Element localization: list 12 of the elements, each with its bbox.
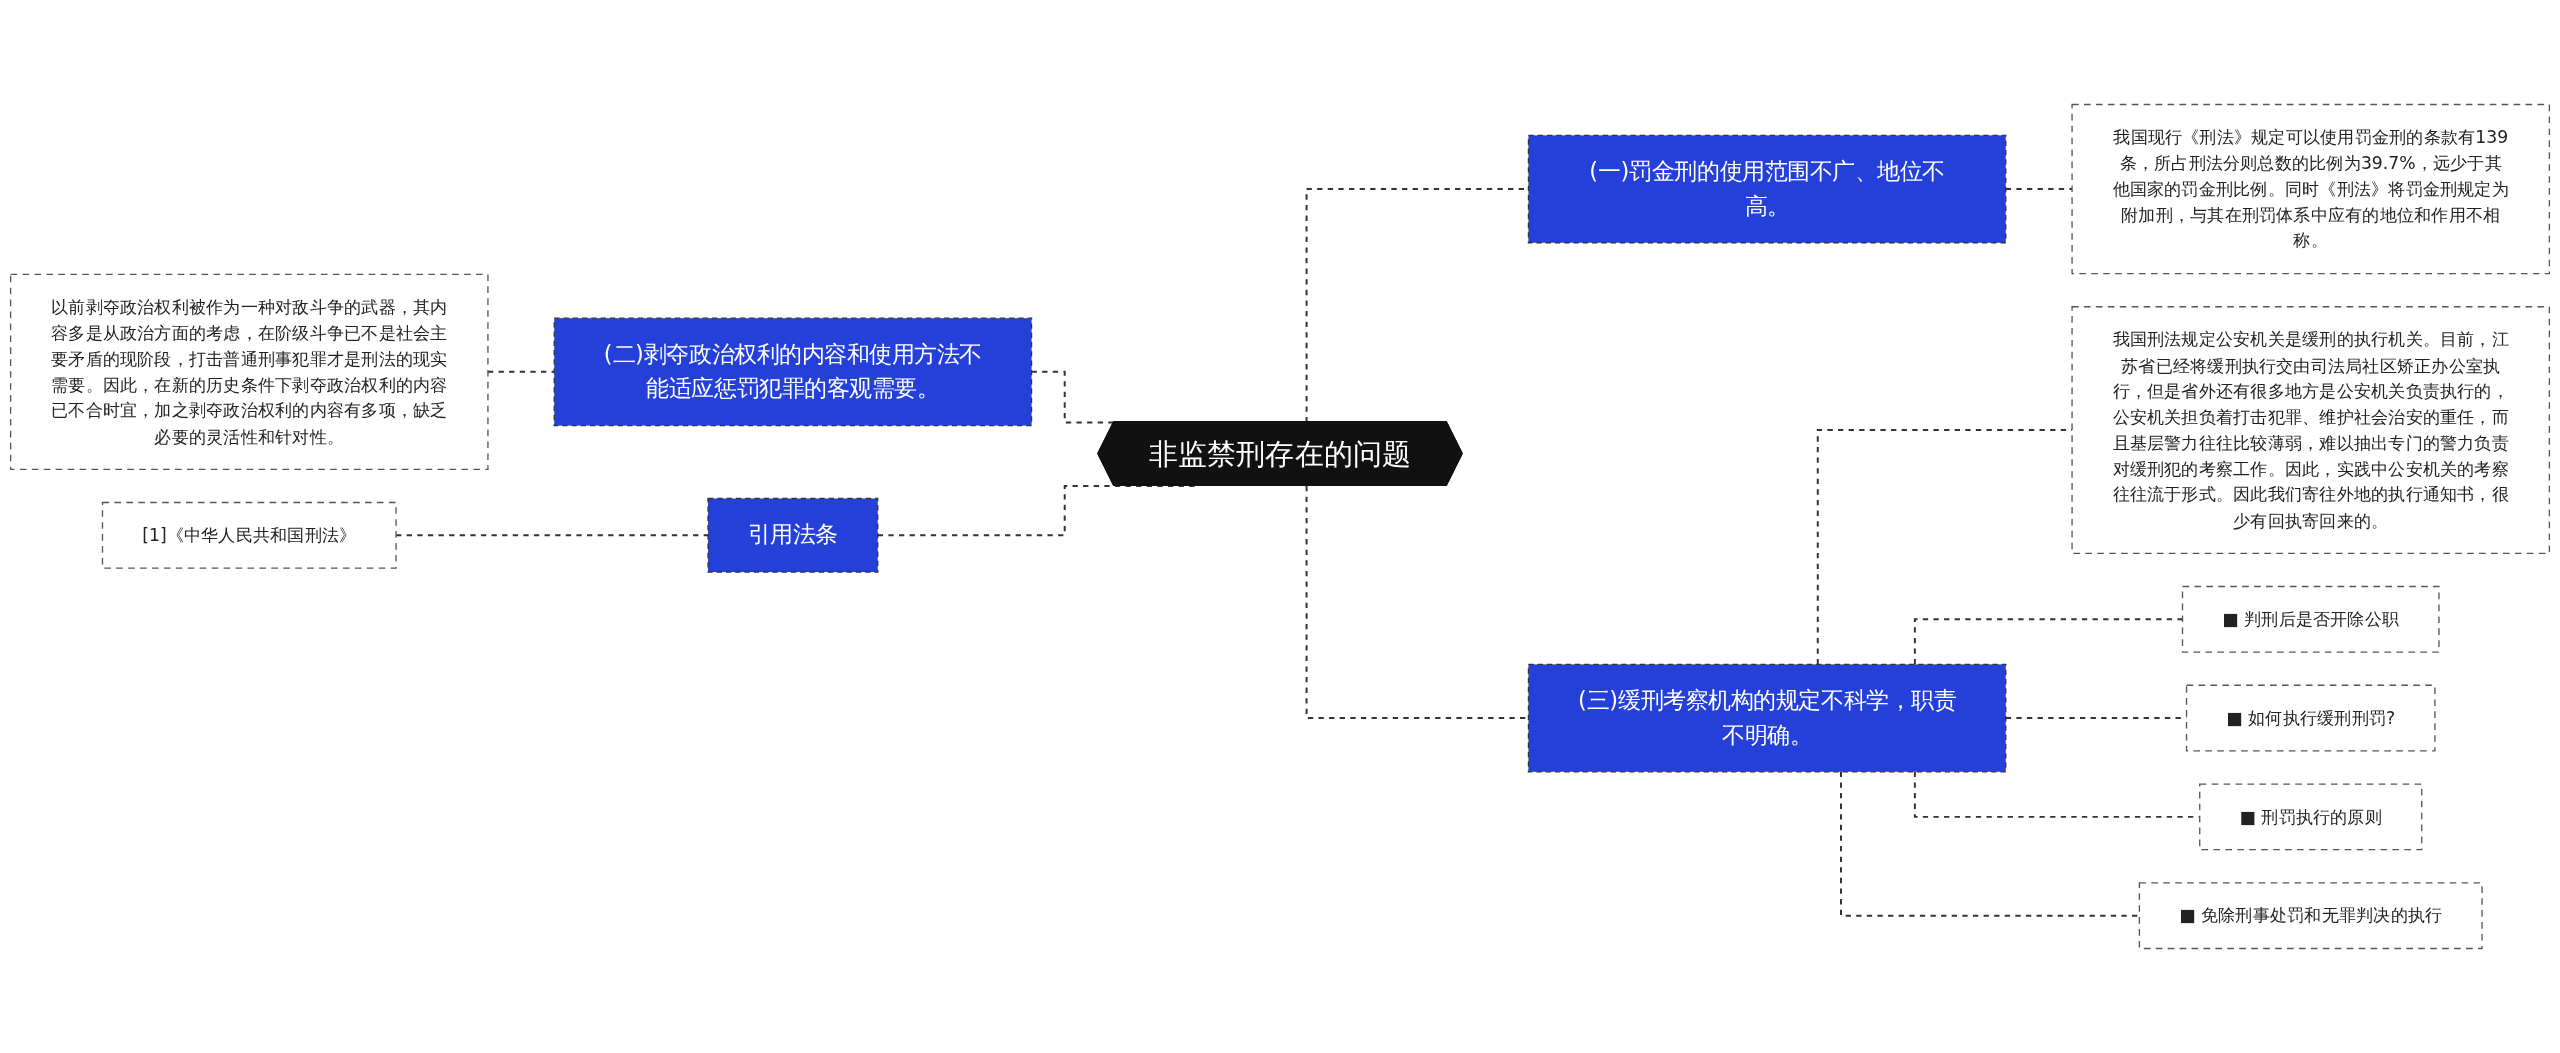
node-box: (二)剥夺政治权利的内容和使用方法不能适应惩罚犯罪的客观需要。 <box>553 317 1033 427</box>
node-box: ■ 判刑后是否开除公职 <box>2181 585 2440 653</box>
node-box: ■ 如何执行缓刑刑罚? <box>2185 684 2436 752</box>
node-box: (三)缓刑考察机构的规定不科学，职责不明确。 <box>1527 663 2007 773</box>
node-box: 以前剥夺政治权利被作为一种对敌斗争的武器，其内容多是从政治方面的考虑，在阶级斗争已不是社会主要矛盾的现阶段，打击普通刑事犯罪才是刑法的现实需要。因此，在新的历史条件下剥夺政治权利的内容已不合时宜，加之剥夺政治权利的内容有多项，缺乏必要的灵活性和针对性。 <box>9 273 489 470</box>
node-box: ■ 刑罚执行的原则 <box>2199 783 2423 851</box>
node-box: ■ 免除刑事处罚和无罪判决的执行 <box>2138 882 2483 950</box>
node-box: 引用法条 <box>707 497 879 573</box>
node-box: 我国刑法规定公安机关是缓刑的执行机关。目前，江苏省已经将缓刑执行交由司法局社区矫正办公室执行，但是省外还有很多地方是公安机关负责执行的，公安机关担负着打击犯罪、维护社会治安的重任，而且基层警力往往比较薄弱，难以抽出专门的警力负责对缓刑犯的考察工作。因此，实践中公安机关的考察往往流于形式。因此我们寄往外地的执行通知书，很少有回执寄回来的。 <box>2071 306 2551 554</box>
node-box: (一)罚金刑的使用范围不广、地位不高。 <box>1527 134 2007 244</box>
node-box: [1]《中华人民共和国刑法》 <box>101 501 397 569</box>
node-box: 我国现行《刑法》规定可以使用罚金刑的条款有139条，所占刑法分则总数的比例为39.7%，远少于其他国家的罚金刑比例。同时《刑法》将罚金刑规定为附加刑，与其在刑罚体系中应有的地位和作用不相称。 <box>2071 103 2551 275</box>
